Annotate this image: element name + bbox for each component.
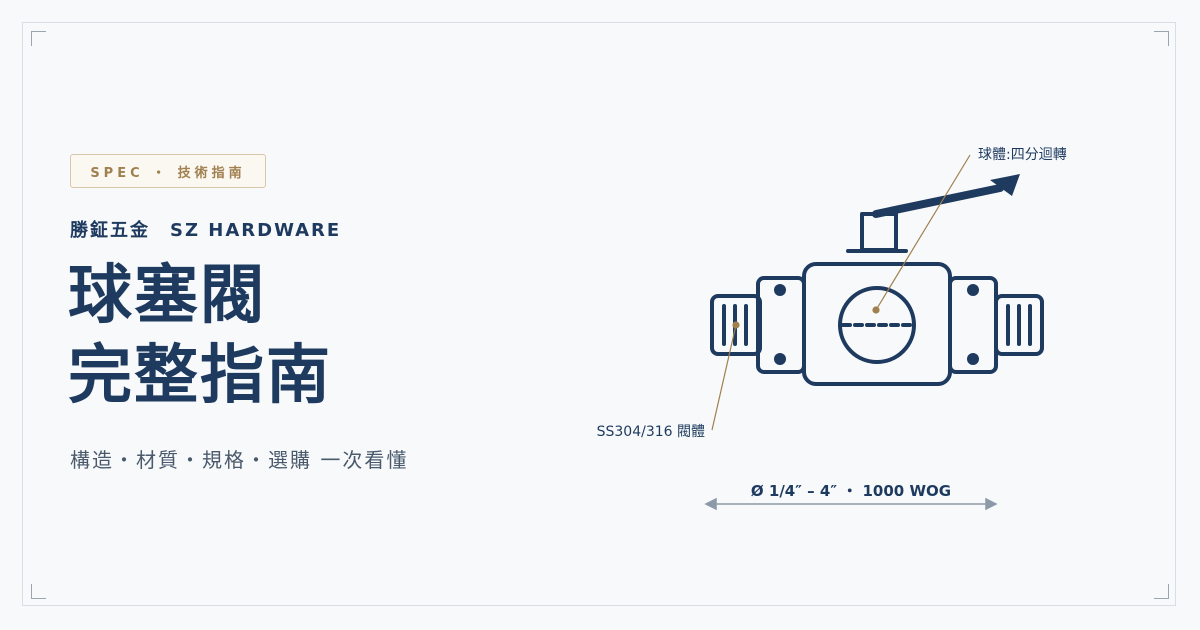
brand-name: 勝鉦五金 SZ HARDWARE [70,220,342,241]
valve-stem [860,212,898,252]
callout-ball-leader [875,154,971,311]
callout-ball-dot [872,306,880,314]
title-line-2: 完整指南 [68,338,332,413]
right-pipe-end [994,294,1044,356]
valve-ball [838,286,916,364]
bolt-left-bottom [774,353,786,365]
corner-mark-top-left [31,31,46,46]
subtitle: 構造・材質・規格・選購 一次看懂 [70,448,409,472]
corner-mark-bottom-left [31,584,46,599]
callout-body-dot [732,321,740,329]
bolt-right-bottom [967,353,979,365]
callout-ball-label: 球體:四分迴轉 [978,147,1067,163]
dimension-arrow-left [704,497,717,511]
dimension-label: Ø 1/4″ – 4″ ・ 1000 WOG [751,482,951,500]
callout-body-label: SS304/316 閥體 [597,424,705,440]
corner-mark-top-right [1154,31,1169,46]
valve-handle [872,184,1004,218]
dimension-arrow-right [985,497,998,511]
title-line-1: 球塞閥 [68,258,266,333]
bolt-right-top [967,284,979,296]
handle-arrow-tip [990,174,1020,196]
spec-badge: SPEC ・ 技術指南 [70,154,266,188]
callout-body-leader [711,324,737,431]
bolt-left-top [774,284,786,296]
outer-frame [22,22,1176,606]
page-title: 球塞閥 完整指南 [68,256,332,416]
valve-body [802,262,952,386]
corner-mark-bottom-right [1154,584,1169,599]
